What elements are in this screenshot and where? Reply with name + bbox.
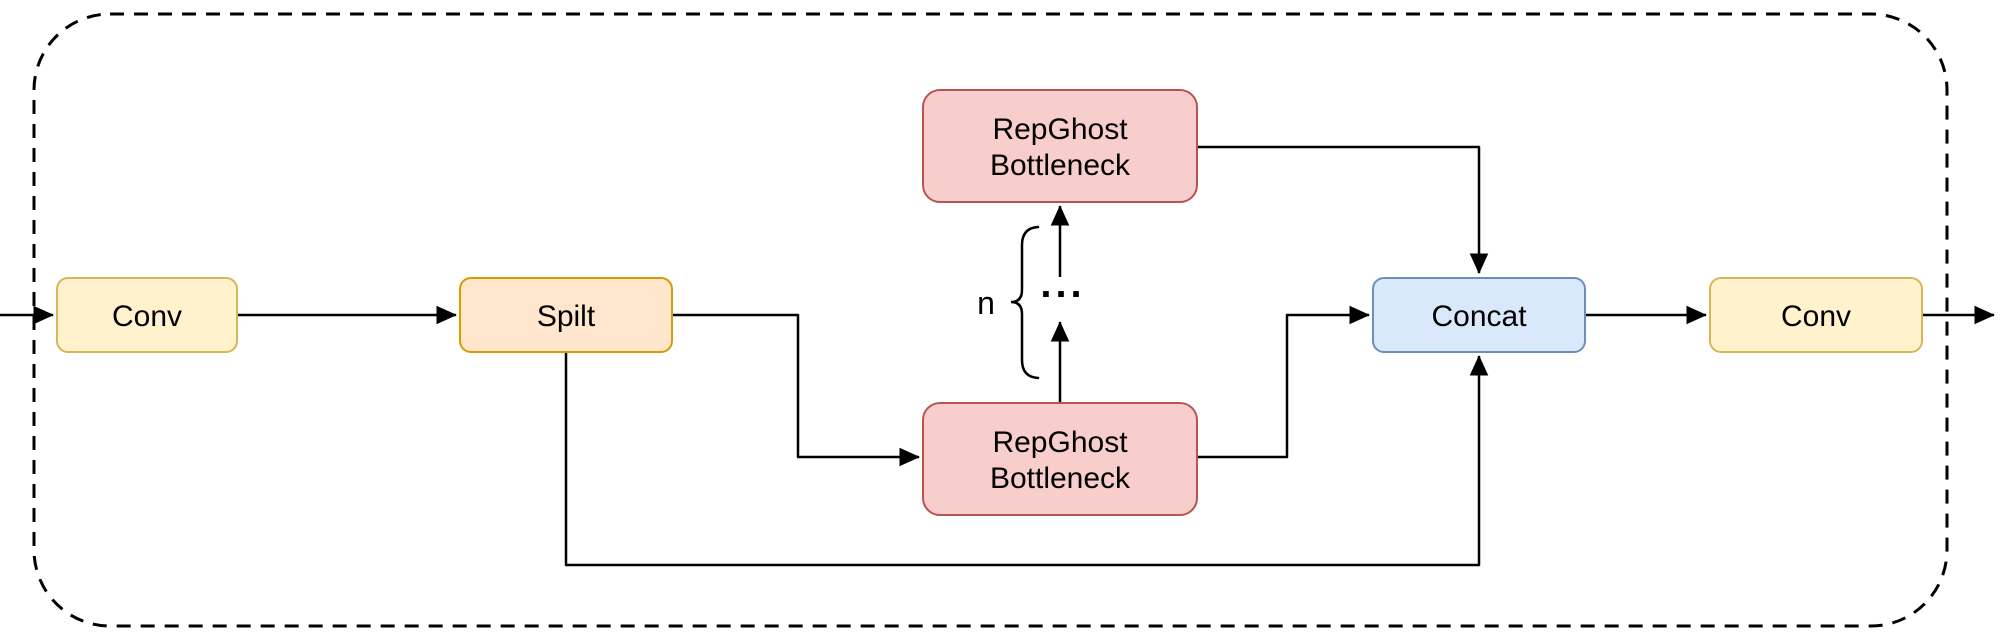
node-repghost-bottleneck-bottom: RepGhost Bottleneck — [922, 402, 1198, 516]
edge-split-bypass-to-concat — [564, 352, 1489, 567]
node-conv-in: Conv — [56, 277, 238, 353]
repeat-count-label: n — [977, 285, 995, 321]
node-repghost-top-label-line2: Bottleneck — [990, 149, 1131, 182]
node-repghost-bottleneck-top: RepGhost Bottleneck — [922, 89, 1198, 203]
node-repghost-bottom-label-line1: RepGhost — [992, 426, 1128, 459]
node-repghost-bottom-box — [922, 402, 1198, 516]
node-conv-in-box — [56, 277, 238, 353]
edge-split-to-repghost-bottom — [672, 313, 920, 467]
node-conv-out-label: Conv — [1781, 300, 1851, 333]
node-concat-label: Concat — [1431, 300, 1527, 333]
node-split: Spilt — [459, 277, 673, 353]
node-repghost-top-box — [922, 89, 1198, 203]
node-concat-box — [1372, 277, 1586, 353]
node-split-label: Spilt — [537, 300, 596, 333]
node-conv-in-label: Conv — [112, 300, 182, 333]
node-repghost-top-label-line1: RepGhost — [992, 113, 1128, 146]
node-conv-out: Conv — [1709, 277, 1923, 353]
edge-repghost-bottom-to-concat — [1197, 305, 1370, 459]
edge-repghost-top-to-concat — [1197, 145, 1489, 274]
edges — [0, 145, 1995, 567]
node-repghost-bottom-label-line2: Bottleneck — [990, 462, 1131, 495]
ellipsis-dots: ... — [1040, 262, 1085, 306]
node-concat: Concat — [1372, 277, 1586, 353]
node-split-box — [459, 277, 673, 353]
curly-brace-icon — [1010, 225, 1040, 380]
repeat-annotation: n ... — [977, 225, 1085, 380]
node-conv-out-box — [1709, 277, 1923, 353]
